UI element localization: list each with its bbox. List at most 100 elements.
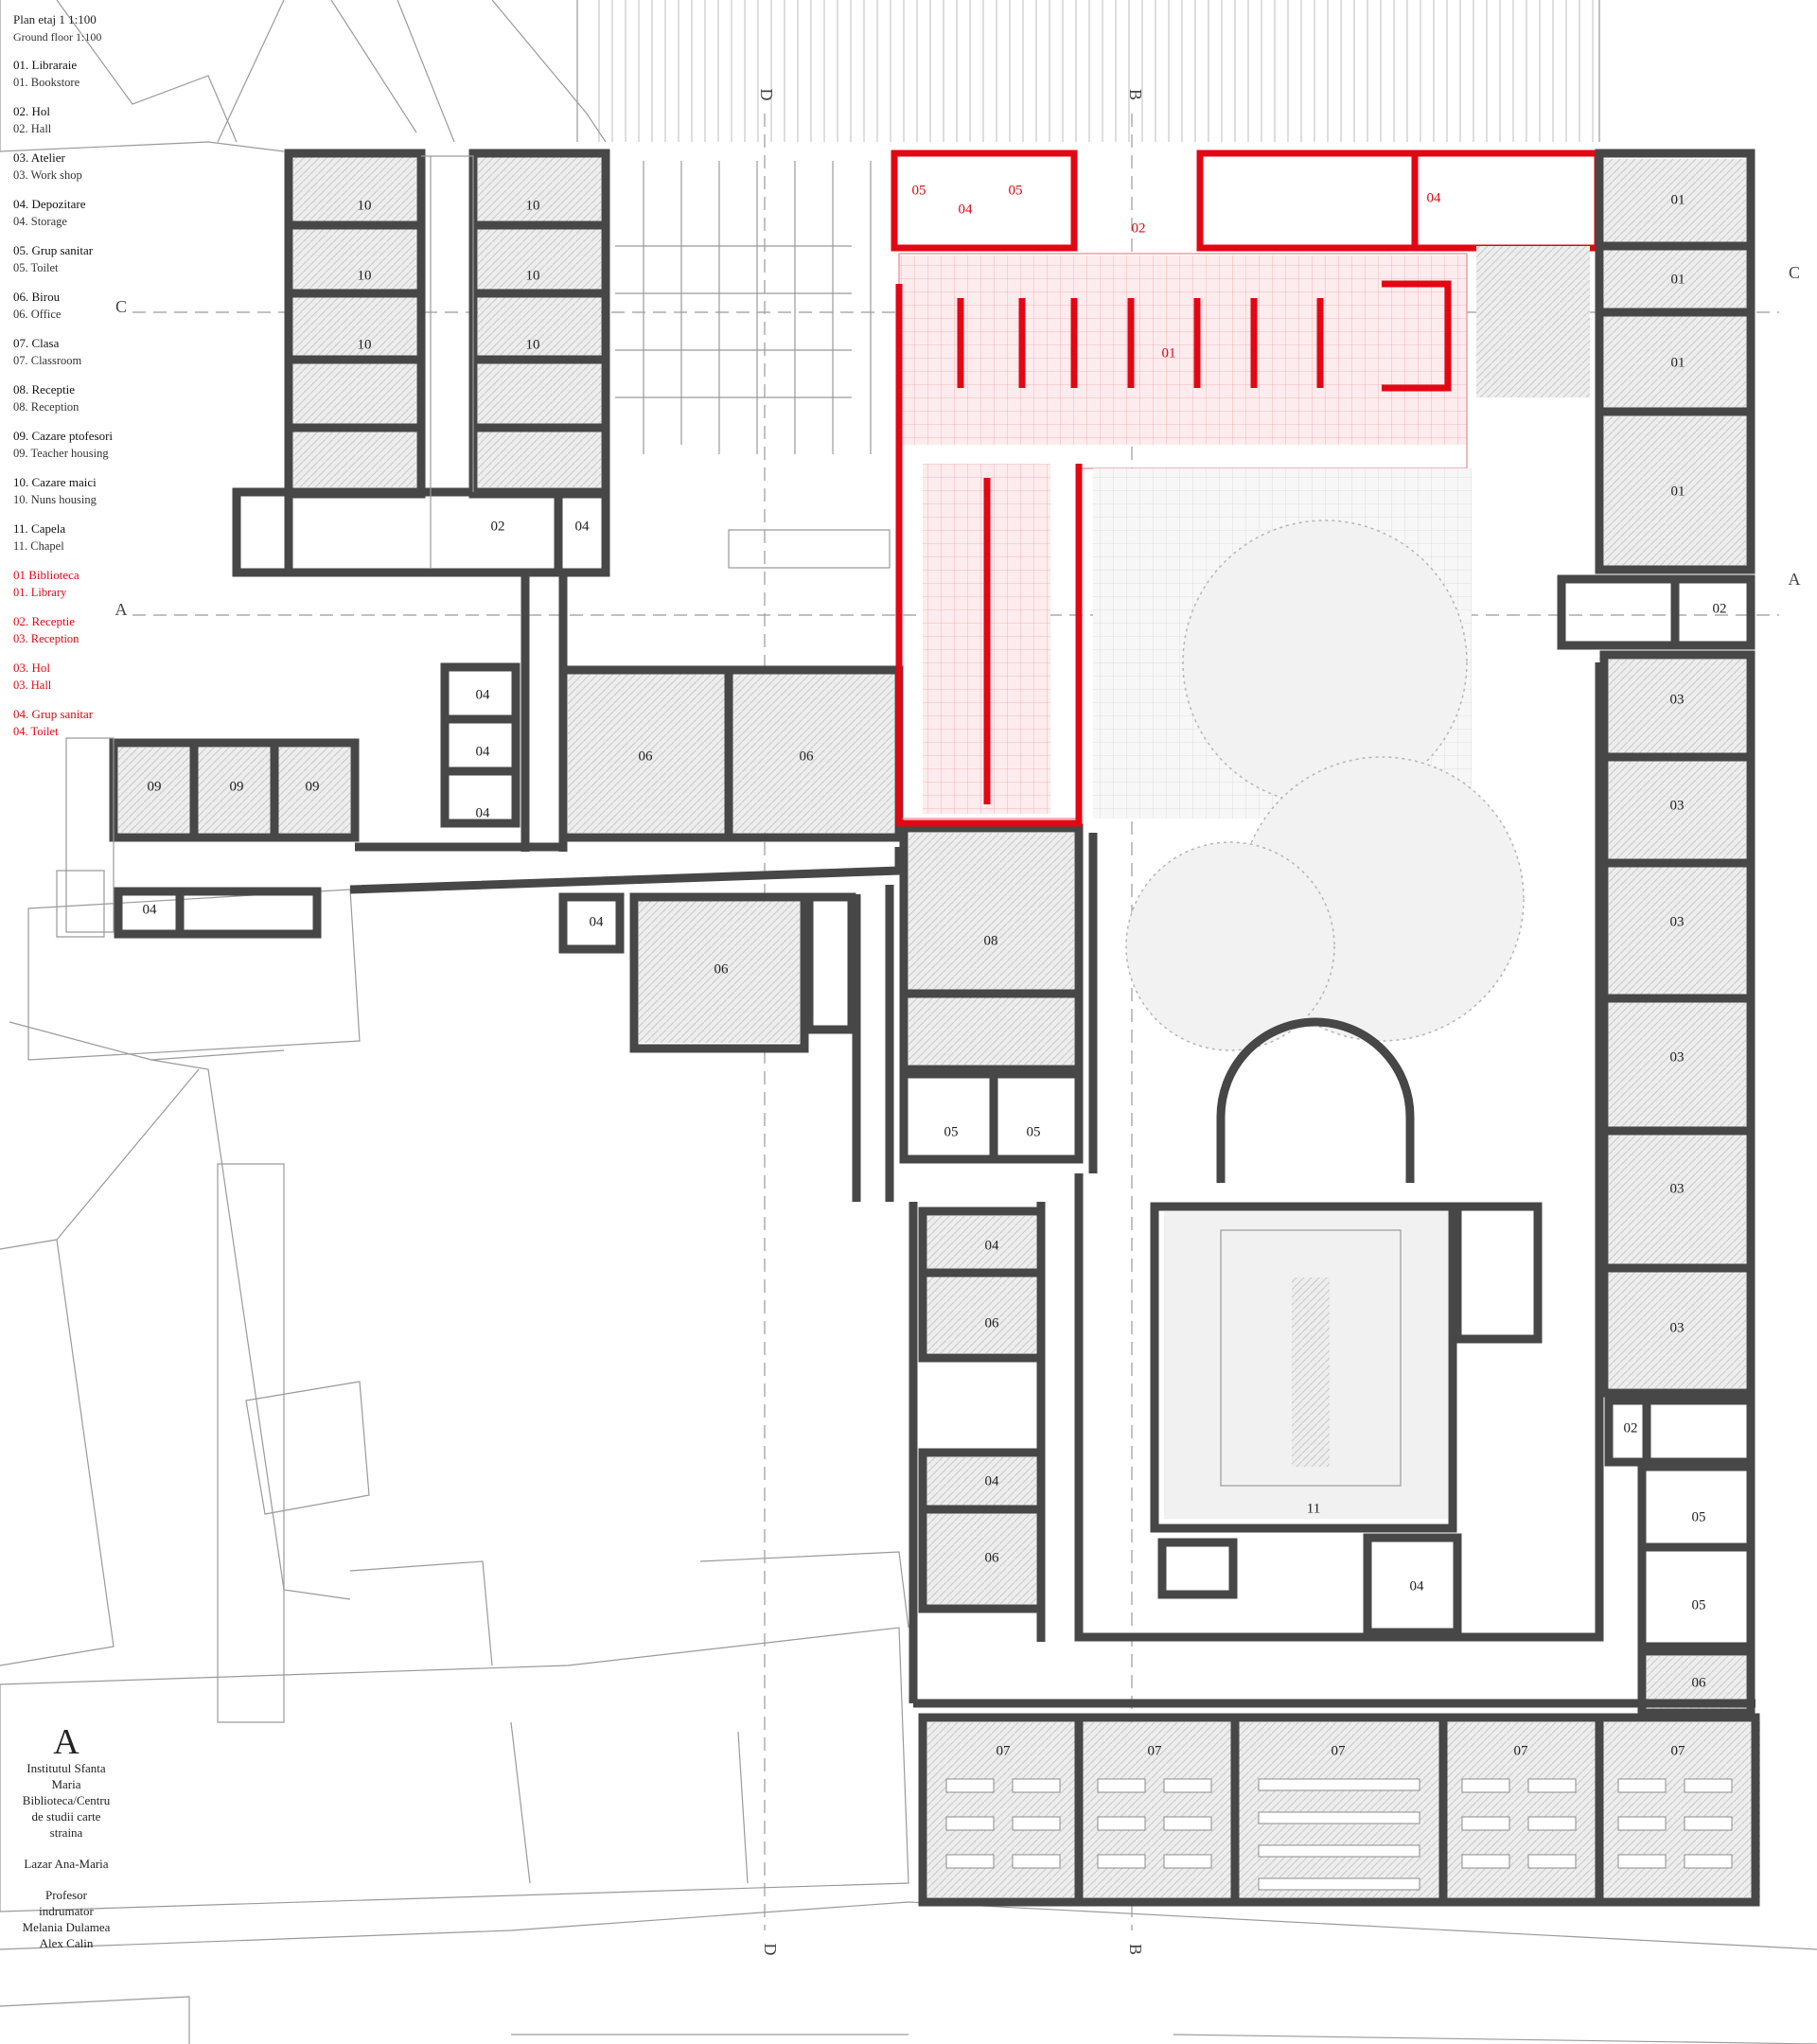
section-marker-d-top: D (757, 89, 776, 101)
chapel: 11 04 (1150, 1017, 1543, 1637)
section-marker-a-left: A (115, 600, 128, 619)
legend-item-en: 02. Hall (13, 122, 52, 135)
legend-item-en: 07. Classroom (13, 354, 82, 367)
street-stripes (596, 0, 1599, 142)
room-label-07: 07 (1332, 1743, 1347, 1758)
room-label-10: 10 (358, 268, 372, 283)
room-label-10: 10 (358, 198, 372, 213)
red-room-label-01: 01 (1162, 345, 1176, 361)
room-label-09: 09 (230, 779, 244, 794)
room-label-01: 01 (1671, 355, 1685, 370)
legend-item-ro: 07. Clasa (13, 336, 60, 350)
room-label-02: 02 (1624, 1420, 1638, 1436)
red-room-label-04: 04 (959, 202, 974, 217)
section-marker-b-bottom: B (1126, 1944, 1145, 1955)
legend-item-en: 11. Chapel (13, 539, 64, 553)
legend-item-en: 01. Bookstore (13, 76, 80, 89)
nuns-housing-labels: 10 10 10 10 10 10 02 04 (358, 198, 591, 534)
courtyard-trees (1125, 520, 1525, 1051)
room-label-05: 05 (1027, 1124, 1041, 1139)
central-corridor (349, 842, 904, 1202)
legend-item-en: 05. Toilet (13, 261, 59, 274)
room-label-05: 05 (1692, 1597, 1706, 1612)
room-label-03: 03 (1670, 692, 1685, 707)
legend-item-ro: 11. Capela (13, 521, 66, 536)
room-label-03: 03 (1670, 798, 1685, 813)
legend-item-en: 10. Nuns housing (13, 493, 97, 506)
west-office-column: 04 06 04 06 (908, 1202, 1046, 1703)
legend-item-en: 03. Work shop (13, 168, 82, 182)
room-label-04: 04 (985, 1473, 1000, 1489)
room-label-06: 06 (1692, 1675, 1707, 1690)
room-label-05: 05 (944, 1124, 959, 1139)
red-room-label-05: 05 (912, 183, 926, 198)
classroom-row: 07 07 07 07 07 (913, 1699, 1760, 1907)
library-highlight: 05 04 05 02 04 01 (891, 150, 1601, 827)
classroom-desks (945, 1778, 1733, 1891)
room-label-03: 03 (1670, 1320, 1685, 1335)
section-marker-c-right: C (1789, 263, 1800, 282)
room-label-06: 06 (985, 1550, 1000, 1565)
legend-item: 03. Atelier 03. Work shop (13, 150, 146, 184)
room-label-09: 09 (306, 779, 320, 794)
legend-item-ro: 06. Birou (13, 290, 61, 304)
room-label-09: 09 (148, 779, 162, 794)
legend-item: 08. Receptie 08. Reception (13, 381, 146, 415)
legend-item-ro: 03. Atelier (13, 150, 65, 165)
section-marker-d-bottom: D (761, 1944, 780, 1956)
room-label-02: 02 (491, 519, 505, 534)
nuns-housing-block (232, 149, 610, 577)
room-label-10: 10 (358, 337, 372, 352)
legend-item-ro: 05. Grup sanitar (13, 243, 94, 257)
section-marker-a-right: A (1789, 570, 1801, 589)
room-label-05: 05 (1692, 1509, 1706, 1524)
plan-title: Plan etaj 1 1:100 (13, 12, 97, 26)
room-label-01: 01 (1671, 484, 1685, 499)
reception-block: 08 05 05 (899, 823, 1084, 1164)
room-label-07: 07 (1671, 1743, 1686, 1758)
red-room-label-04: 04 (1427, 190, 1442, 205)
legend-item-ro: 01 Biblioteca (13, 568, 79, 582)
inner-courtyard-walls (1074, 662, 1604, 1642)
teacher-housing-block: 09 09 09 04 (56, 737, 360, 939)
room-label-11: 11 (1307, 1501, 1320, 1516)
room-label-03: 03 (1670, 914, 1685, 929)
legend-item: 07. Clasa 07. Classroom (13, 335, 146, 369)
room-label-04: 04 (476, 805, 491, 820)
room-label-10: 10 (526, 268, 540, 283)
room-label-04: 04 (476, 687, 491, 702)
east-wing: 01 01 01 01 02 03 03 03 03 03 03 02 05 0… (1557, 149, 1755, 1718)
room-label-07: 07 (997, 1743, 1012, 1758)
legend-item-ro: 10. Cazare maici (13, 475, 97, 489)
red-room-label-05: 05 (1009, 183, 1023, 198)
legend-item-en: 03. Hall (13, 678, 52, 692)
room-label-04: 04 (143, 902, 158, 917)
legend-item-en: 01. Library (13, 586, 67, 599)
room-label-04: 04 (1410, 1578, 1425, 1594)
room-label-10: 10 (526, 337, 540, 352)
legend-item-ro: 01. Libraraie (13, 58, 78, 72)
legend-item: 10. Cazare maici 10. Nuns housing (13, 474, 146, 508)
supervisor-label: Profesor indrumator (39, 1888, 94, 1918)
legend-item-en: 04. Toilet (13, 725, 59, 738)
supervisor-names: Melania Dulamea Alex Calin (22, 1920, 111, 1950)
room-label-01: 01 (1671, 192, 1685, 207)
red-room-label-02: 02 (1132, 220, 1146, 236)
logo: A (53, 1722, 79, 1762)
legend-item-red: 01 Biblioteca 01. Library (13, 567, 146, 601)
legend-item-en: 03. Reception (13, 632, 79, 645)
room-label-01: 01 (1671, 272, 1685, 287)
project-name: Biblioteca/Centru de studii carte strain… (22, 1793, 111, 1840)
legend-item-ro: 08. Receptie (13, 382, 75, 396)
legend-item-en: 08. Reception (13, 400, 79, 414)
room-label-06: 06 (639, 749, 654, 764)
room-label-06: 06 (800, 749, 815, 764)
room-label-06: 06 (714, 961, 730, 977)
room-label-04: 04 (476, 744, 491, 759)
